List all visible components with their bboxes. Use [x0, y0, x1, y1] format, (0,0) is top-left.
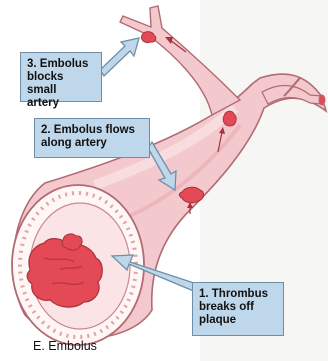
figure-caption: E. Embolus: [33, 339, 97, 353]
embolus-upper: [223, 111, 236, 126]
callout-step1-thrombus: 1. Thrombus breaks off plaque: [192, 282, 284, 336]
vessel-end-cut: [319, 95, 325, 105]
callout-step2-embolus-flows: 2. Embolus flows along artery: [34, 118, 150, 158]
detached-thrombus: [62, 234, 82, 250]
callout-arrow-step3: [100, 38, 139, 76]
callout-step3-embolus-blocks: 3. Embolus blocks small artery: [20, 52, 102, 102]
